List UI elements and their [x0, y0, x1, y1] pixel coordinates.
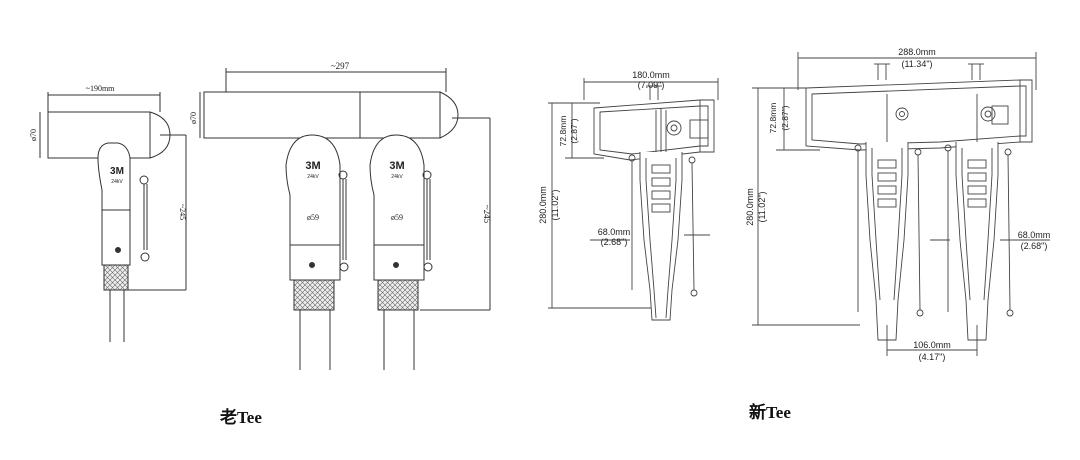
old-double-voltage-left: 24kV [307, 174, 319, 180]
old-double-bore-left: ø59 [307, 213, 319, 222]
old-tee-double-connector [199, 68, 491, 370]
old-double-logo-right: 3M [389, 160, 404, 172]
new-double-width-in: (11.34") [901, 59, 932, 69]
new-double-spacing-in: (4.17") [919, 352, 946, 362]
new-tee-single-connector [548, 78, 719, 321]
old-tee-caption: 老Tee [220, 408, 262, 427]
old-single-logo: 3M [110, 166, 124, 177]
new-tee-caption: 新Tee [749, 403, 791, 422]
new-single-width-in: (7.09") [638, 80, 665, 90]
old-double-length-label: ~297 [331, 61, 350, 71]
new-single-top-in: (2.87") [569, 118, 579, 143]
old-single-diameter-label: ø70 [29, 129, 38, 141]
new-double-offset-in: (2.68") [1021, 241, 1048, 251]
new-single-width-mm: 180.0mm [632, 70, 670, 80]
old-single-height-label: ~245 [178, 204, 187, 220]
new-single-offset-mm: 68.0mm [598, 227, 631, 237]
new-double-offset-mm: 68.0mm [1018, 230, 1051, 240]
new-single-height-mm: 280.0mm [538, 186, 548, 224]
old-double-logo-left: 3M [305, 160, 320, 172]
new-single-height-in: (11.02") [550, 189, 560, 220]
new-tee-double-connector [752, 52, 1050, 356]
old-double-height-label: ~245 [482, 205, 492, 224]
new-double-height-in: (11.02") [757, 191, 767, 222]
new-double-height-mm: 280.0mm [745, 188, 755, 226]
new-double-spacing-mm: 106.0mm [913, 340, 951, 350]
old-double-diameter-label: ø70 [189, 112, 198, 124]
new-single-top-mm: 72.8mm [558, 116, 568, 147]
new-double-top-mm: 72.8mm [768, 103, 778, 134]
old-tee-single-connector [39, 92, 187, 342]
new-double-width-mm: 288.0mm [898, 47, 936, 57]
old-single-voltage: 24kV [111, 179, 123, 185]
new-double-top-in: (2.87") [780, 105, 790, 130]
old-single-length-label: ~190mm [86, 84, 116, 93]
new-single-offset-in: (2.68") [601, 237, 628, 247]
old-double-voltage-right: 24kV [391, 174, 403, 180]
old-double-bore-right: ø59 [391, 213, 403, 222]
